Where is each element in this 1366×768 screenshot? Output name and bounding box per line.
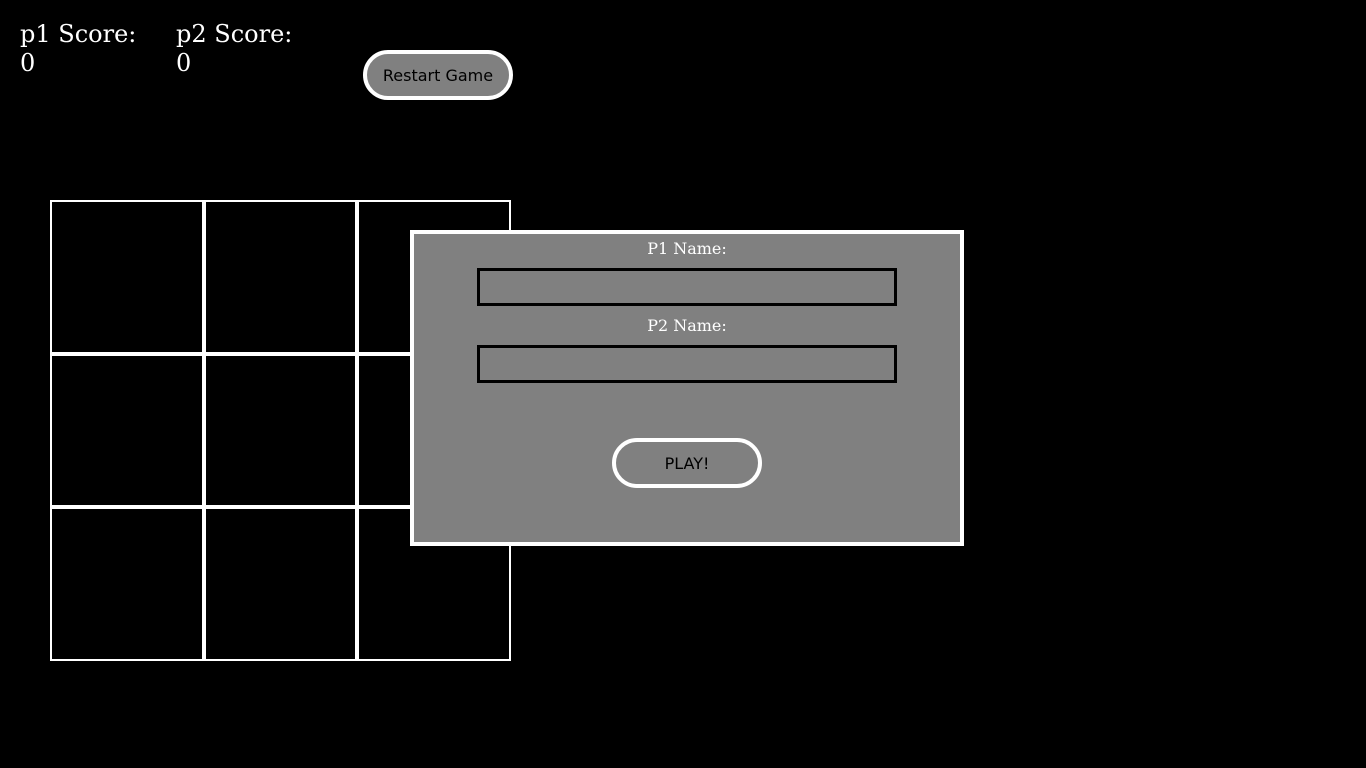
play-button[interactable]: PLAY! <box>612 438 762 488</box>
board-cell-2[interactable] <box>203 200 358 354</box>
p2-name-input[interactable] <box>477 345 897 383</box>
board-cell-7[interactable] <box>50 507 204 661</box>
p1-name-input[interactable] <box>477 268 897 306</box>
p1-score-label: p1 Score: <box>20 20 137 48</box>
p2-score: p2 Score: 0 <box>176 20 292 78</box>
board-cell-5[interactable] <box>203 353 358 508</box>
p1-score: p1 Score: 0 <box>20 20 136 78</box>
p2-name-label: P2 Name: <box>647 316 727 335</box>
player-names-modal: P1 Name: P2 Name: PLAY! <box>410 230 964 546</box>
p1-score-value: 0 <box>20 49 36 77</box>
board-cell-1[interactable] <box>50 200 204 354</box>
board-cell-8[interactable] <box>203 507 358 661</box>
p2-score-value: 0 <box>176 49 192 77</box>
p2-score-label: p2 Score: <box>176 20 293 48</box>
p1-name-label: P1 Name: <box>647 239 727 258</box>
restart-game-button[interactable]: Restart Game <box>363 50 513 100</box>
board-cell-4[interactable] <box>50 353 204 508</box>
